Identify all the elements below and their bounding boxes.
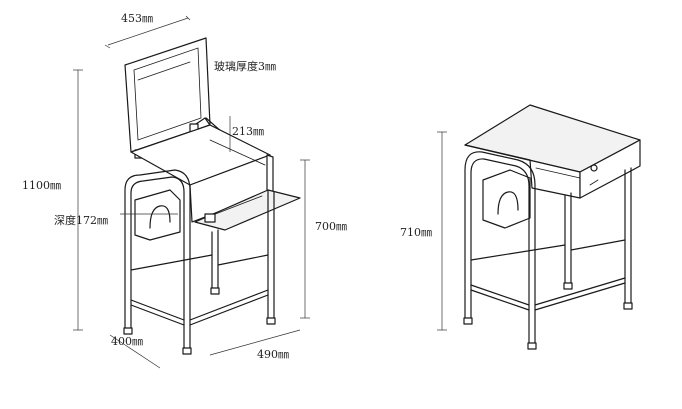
label-base-depth: 400㎜ — [111, 335, 143, 348]
dimension-lines — [73, 15, 310, 369]
closed-desk-drawing — [437, 104, 641, 350]
closed-desk-side — [464, 144, 581, 199]
label-panel-height: 213㎜ — [232, 125, 264, 138]
side-panel — [266, 154, 274, 193]
open-desk-drawing — [73, 15, 310, 369]
label-closed-height: 710㎜ — [400, 226, 432, 239]
closed-side-bag — [482, 169, 531, 229]
label-left-height: 1100㎜ — [22, 179, 61, 192]
mirror-glass — [133, 47, 202, 141]
label-top-width: 453㎜ — [121, 12, 153, 25]
label-base-width: 490㎜ — [257, 348, 289, 361]
label-depth: 深度172㎜ — [54, 213, 108, 227]
desk-frame — [123, 169, 276, 355]
label-glass-thickness: 玻璃厚度3㎜ — [214, 59, 276, 73]
lock-icon — [590, 164, 598, 172]
closed-desk-frame — [463, 151, 633, 350]
closed-desk-front — [579, 139, 641, 199]
side-bag — [134, 189, 181, 241]
label-right-height: 700㎜ — [315, 220, 347, 233]
